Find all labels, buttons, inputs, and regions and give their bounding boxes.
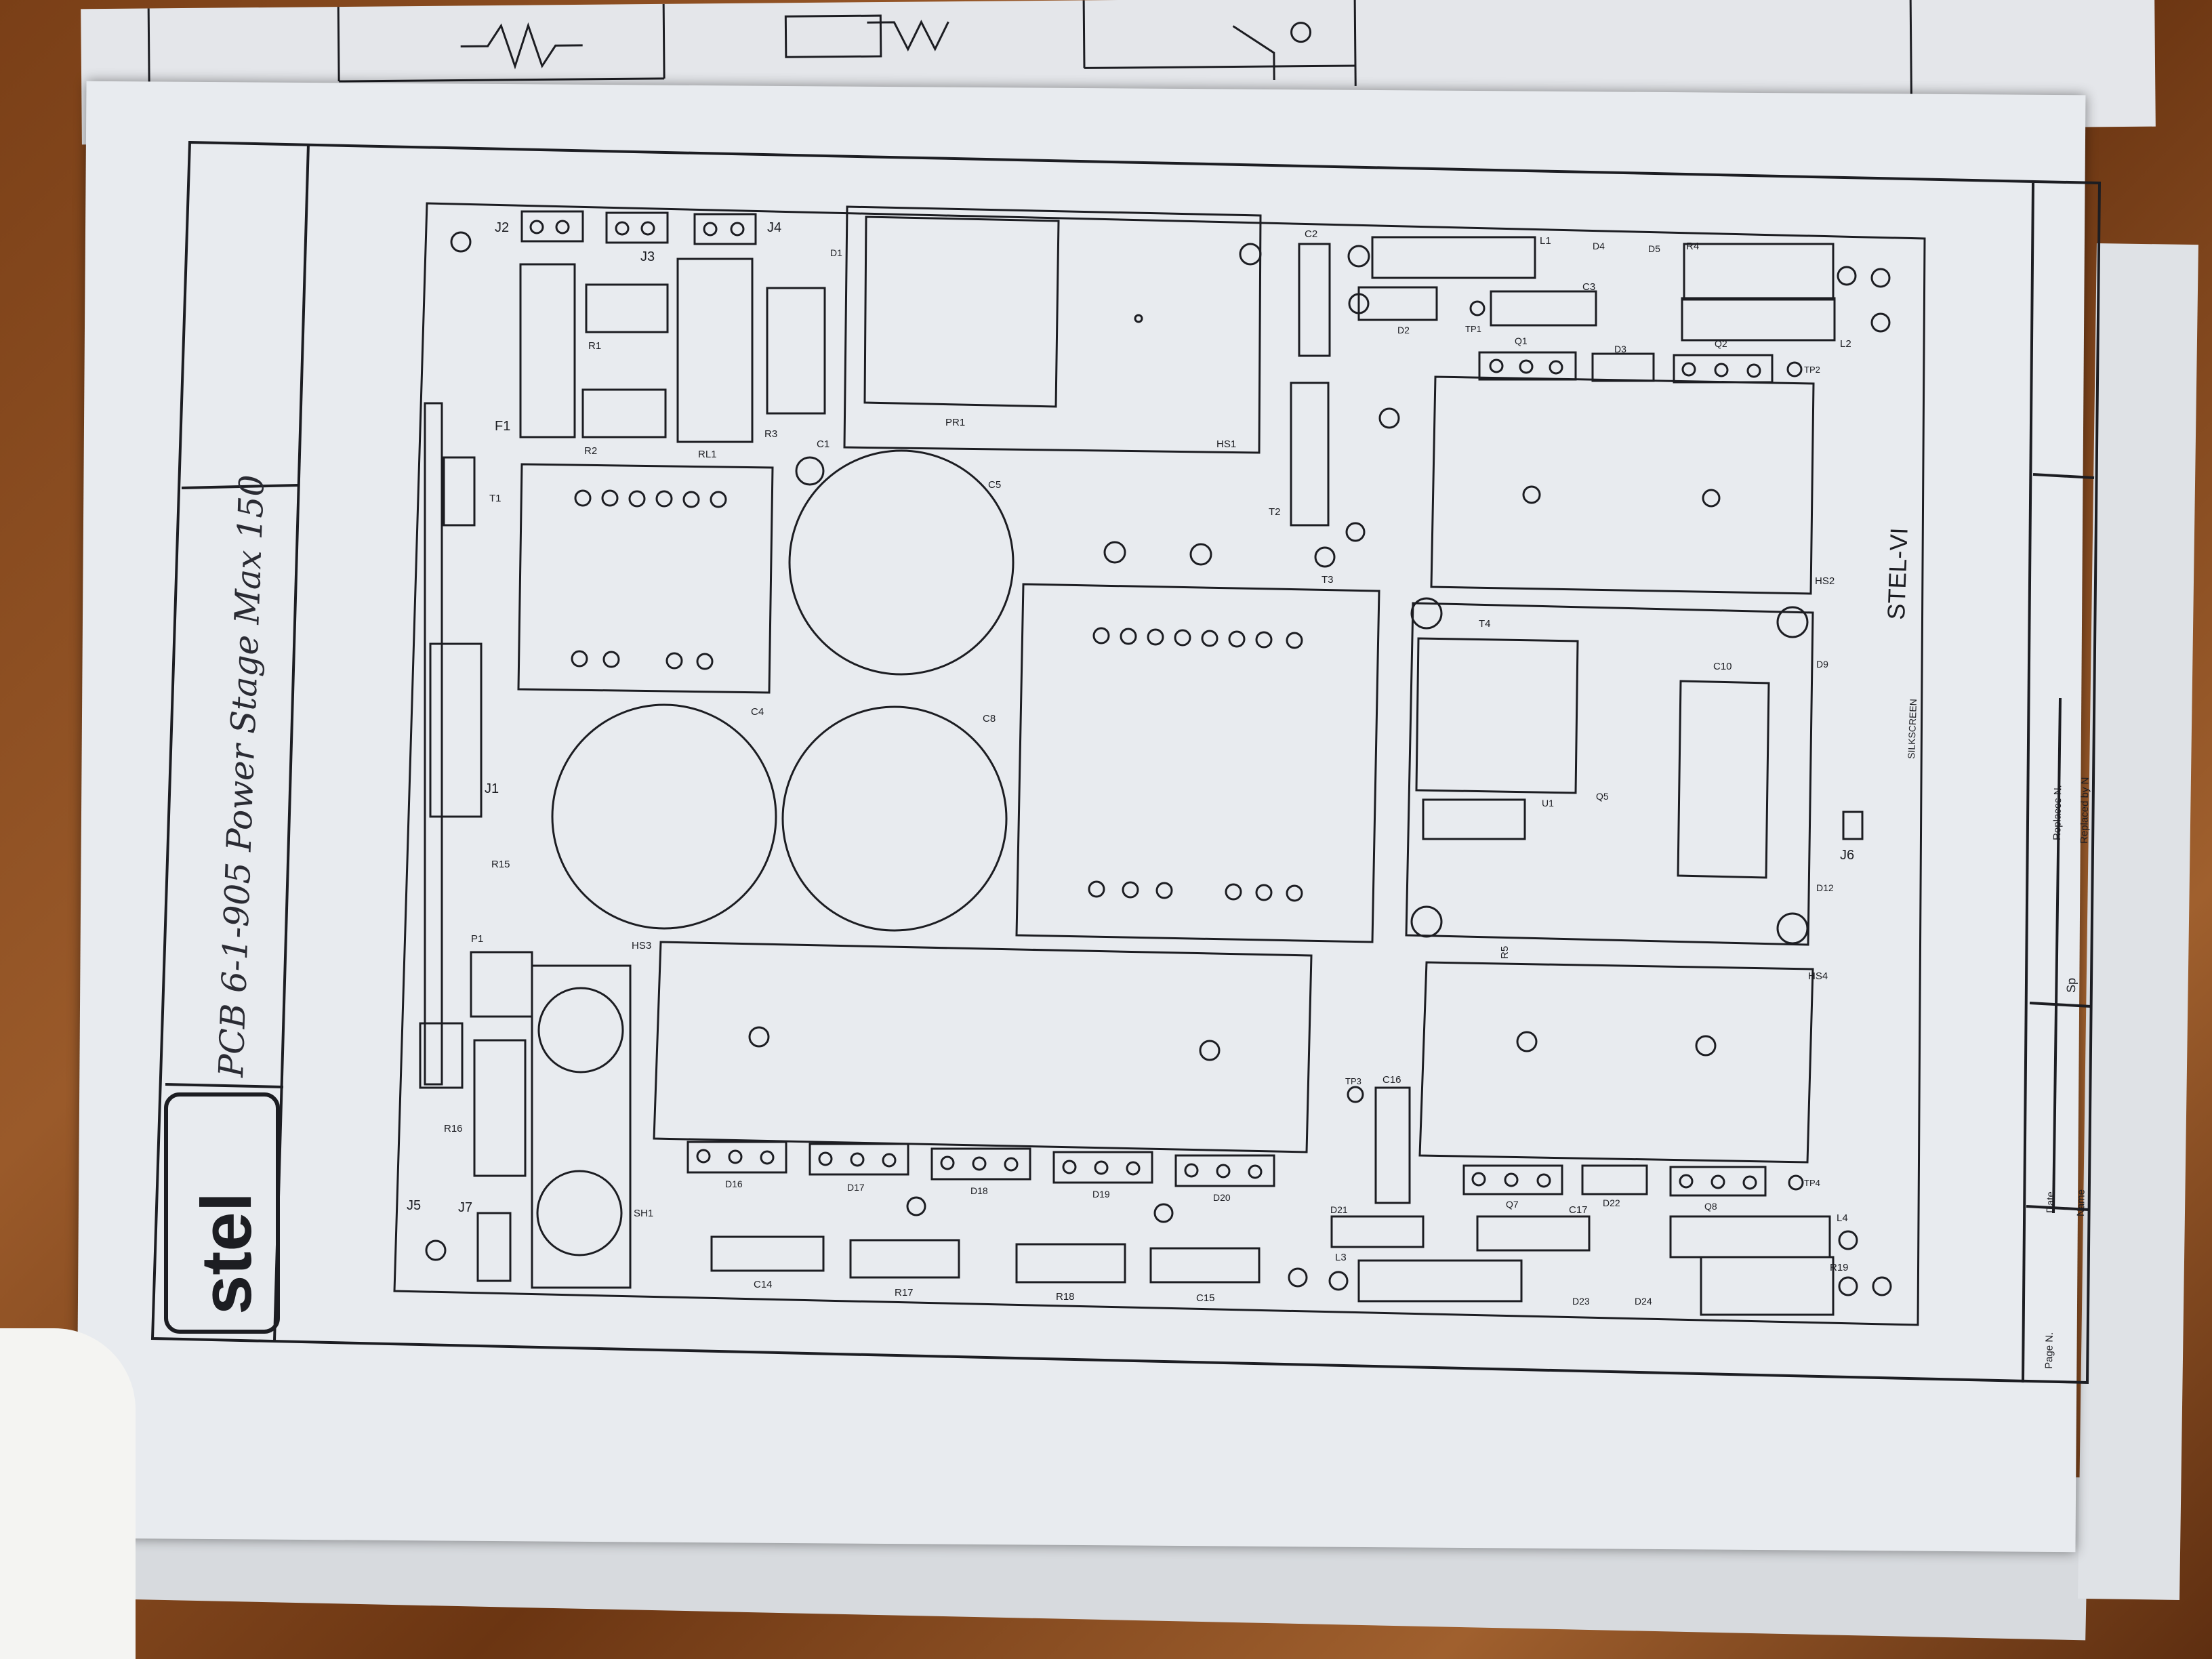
label-q7: Q7 — [1506, 1199, 1519, 1210]
label-r5: R5 — [1499, 946, 1511, 959]
label-t1: T1 — [489, 493, 501, 504]
stel-logo: stel — [164, 1092, 280, 1334]
label-l3: L3 — [1335, 1252, 1347, 1263]
label-j4: J4 — [767, 220, 781, 235]
label-d1: D1 — [830, 247, 842, 258]
label-t4: T4 — [1479, 618, 1491, 630]
silkscreen-note: SILKSCREEN — [1906, 699, 1919, 759]
label-c2: C2 — [1305, 228, 1317, 240]
label-d12: D12 — [1816, 882, 1834, 893]
label-c14: C14 — [754, 1279, 773, 1290]
label-c3: C3 — [1582, 281, 1595, 293]
label-j5: J5 — [407, 1198, 421, 1213]
label-j1: J1 — [485, 781, 499, 796]
label-r16: R16 — [444, 1123, 463, 1134]
name-label: Name — [2075, 1189, 2087, 1216]
label-d17: D17 — [847, 1182, 865, 1193]
foreground-page-corner — [0, 1328, 136, 1659]
title-block: Replaces N. Replaced by N Sp Date Name P… — [2043, 777, 2091, 1369]
label-j6: J6 — [1840, 848, 1854, 863]
label-c17: C17 — [1569, 1204, 1588, 1216]
label-r19: R19 — [1830, 1262, 1849, 1273]
label-r18: R18 — [1056, 1291, 1075, 1303]
label-r15: R15 — [491, 859, 510, 870]
handwritten-title: PCB 6-1-905 Power Stage Max 150 — [211, 474, 272, 1079]
label-d16: D16 — [725, 1179, 743, 1189]
label-d22: D22 — [1603, 1197, 1620, 1208]
label-q5: Q5 — [1596, 791, 1609, 802]
label-c5: C5 — [988, 479, 1001, 491]
label-d19: D19 — [1092, 1189, 1110, 1200]
label-t2: T2 — [1269, 506, 1281, 518]
background-schematic-sheet — [81, 0, 2156, 145]
label-l4: L4 — [1837, 1212, 1848, 1224]
label-r3: R3 — [764, 428, 777, 440]
label-c16: C16 — [1382, 1074, 1401, 1086]
label-c4: C4 — [751, 706, 764, 718]
label-hs1: HS1 — [1216, 438, 1236, 450]
label-tp1: TP1 — [1465, 324, 1481, 334]
label-d24: D24 — [1635, 1296, 1652, 1307]
label-pr1: PR1 — [945, 417, 965, 428]
label-sh1: SH1 — [634, 1208, 653, 1219]
label-q2: Q2 — [1715, 338, 1727, 349]
label-l1: L1 — [1540, 235, 1551, 247]
label-q1: Q1 — [1515, 335, 1528, 346]
label-d20: D20 — [1213, 1192, 1231, 1203]
date-label: Date — [2045, 1191, 2057, 1213]
label-tp4: TP4 — [1804, 1178, 1820, 1188]
label-d21: D21 — [1330, 1204, 1348, 1215]
label-r17: R17 — [895, 1287, 914, 1298]
pcb-outline — [393, 202, 1926, 1326]
label-d9: D9 — [1816, 659, 1828, 670]
label-j7: J7 — [458, 1200, 472, 1215]
electrolytic-capacitors — [531, 449, 1015, 1289]
label-hs4: HS4 — [1808, 970, 1828, 982]
label-r2: R2 — [584, 445, 597, 457]
label-l2: L2 — [1840, 338, 1851, 350]
label-c10: C10 — [1713, 661, 1732, 672]
pads — [425, 231, 1892, 1296]
label-d5: D5 — [1648, 243, 1660, 254]
label-f1: F1 — [495, 419, 510, 434]
label-tp3: TP3 — [1345, 1076, 1361, 1086]
label-d2: D2 — [1397, 325, 1410, 335]
replaces-label: Replaces N. — [2051, 785, 2064, 840]
small-components — [419, 210, 1864, 1316]
label-tp2: TP2 — [1804, 365, 1820, 375]
label-t3: T3 — [1322, 574, 1334, 586]
label-q8: Q8 — [1704, 1201, 1717, 1212]
label-r4: R4 — [1686, 241, 1699, 252]
label-d3: D3 — [1614, 344, 1626, 354]
label-j2: J2 — [495, 220, 509, 235]
component-labels: J2 J3 J4 J1 J5 J6 J7 R1 R2 R3 R4 R5 R15 … — [407, 220, 1854, 1307]
label-c1: C1 — [817, 438, 830, 450]
replaced-by-label: Replaced by N — [2078, 777, 2091, 844]
label-c8: C8 — [983, 713, 996, 724]
label-u1: U1 — [1542, 798, 1554, 808]
page-label: Page N. — [2043, 1332, 2055, 1369]
svg-text:stel: stel — [187, 1192, 266, 1315]
label-j3: J3 — [640, 249, 655, 264]
drawing-frame — [150, 140, 2102, 1385]
label-p1: P1 — [471, 933, 483, 945]
label-d4: D4 — [1593, 241, 1605, 251]
label-d18: D18 — [970, 1185, 988, 1196]
label-d23: D23 — [1572, 1296, 1590, 1307]
sp-label: Sp — [2064, 978, 2078, 993]
label-hs3: HS3 — [632, 940, 651, 951]
label-r1: R1 — [588, 340, 601, 352]
pin-rows — [529, 220, 1761, 1190]
label-hs2: HS2 — [1815, 575, 1835, 587]
board-name: STEL-VI — [1882, 527, 1913, 620]
label-c15: C15 — [1196, 1292, 1215, 1304]
label-rl1: RL1 — [698, 449, 717, 460]
